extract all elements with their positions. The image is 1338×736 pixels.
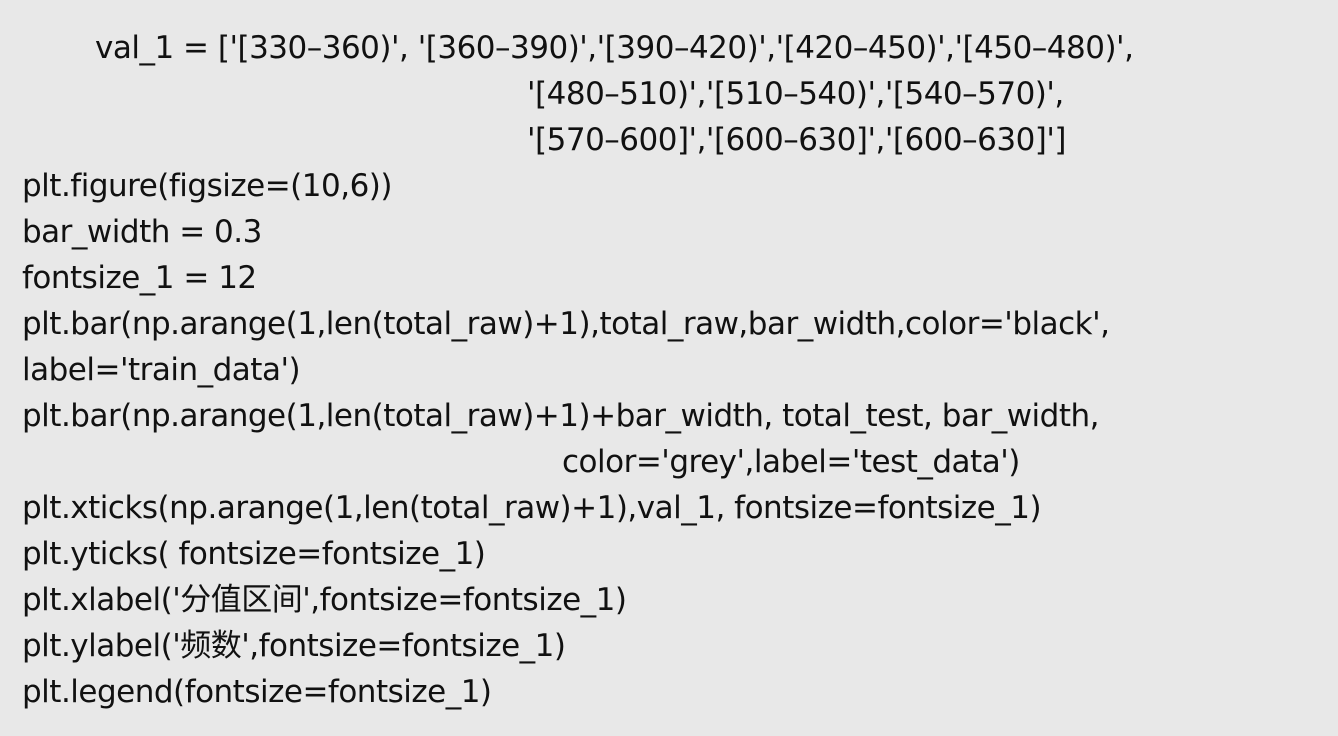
code-line-8: label='train_data') (22, 352, 301, 388)
code-line-15: plt.legend(fontsize=fontsize_1) (22, 674, 492, 710)
code-line-7: plt.bar(np.arange(1,len(total_raw)+1),to… (22, 306, 1110, 342)
code-line-10: color='grey',label='test_data') (562, 444, 1020, 480)
code-line-12: plt.yticks( fontsize=fontsize_1) (22, 536, 486, 572)
code-line-5: bar_width = 0.3 (22, 214, 262, 250)
code-line-3: '[570–600]','[600–630]','[600–630]'] (527, 122, 1067, 158)
code-line-14: plt.ylabel('频数',fontsize=fontsize_1) (22, 628, 566, 664)
code-line-9: plt.bar(np.arange(1,len(total_raw)+1)+ba… (22, 398, 1100, 434)
code-line-1: val_1 = ['[330–360)', '[360–390)','[390–… (95, 30, 1134, 66)
code-line-11: plt.xticks(np.arange(1,len(total_raw)+1)… (22, 490, 1042, 526)
code-line-4: plt.figure(figsize=(10,6)) (22, 168, 392, 204)
code-line-13: plt.xlabel('分值区间',fontsize=fontsize_1) (22, 582, 627, 618)
code-line-6: fontsize_1 = 12 (22, 260, 257, 296)
code-line-2: '[480–510)','[510–540)','[540–570)', (527, 76, 1064, 112)
